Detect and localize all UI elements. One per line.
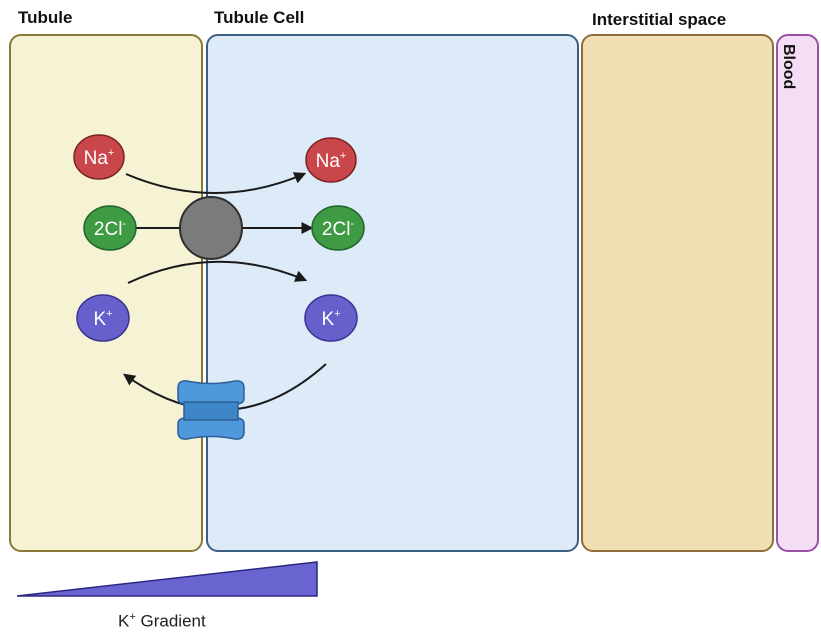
chloride-ion-tubule: 2Cl- bbox=[83, 205, 137, 251]
ion-charge: - bbox=[122, 218, 126, 230]
sodium-ion-cell: Na+ bbox=[305, 137, 357, 183]
potassium-channel bbox=[177, 380, 245, 440]
ion-symbol: 2Cl bbox=[94, 219, 123, 240]
gradient-label-charge: + bbox=[129, 611, 136, 623]
blood-title: Blood bbox=[780, 44, 797, 89]
ion-symbol: 2Cl bbox=[322, 219, 351, 240]
ion-charge: - bbox=[350, 218, 354, 230]
svg-text:K+: K+ bbox=[321, 308, 340, 330]
k-transport-arrow bbox=[127, 260, 308, 284]
tubule-cell-region bbox=[206, 34, 579, 552]
svg-text:2Cl-: 2Cl- bbox=[322, 218, 355, 240]
potassium-ion-tubule: K+ bbox=[76, 294, 130, 342]
interstitial-space-title: Interstitial space bbox=[592, 10, 727, 29]
na-transport-arrow bbox=[125, 172, 307, 194]
ion-symbol: K bbox=[321, 309, 334, 330]
channel-pore bbox=[183, 401, 239, 421]
ion-charge: + bbox=[340, 150, 346, 162]
chloride-ion-cell: 2Cl- bbox=[311, 205, 365, 251]
gradient-label-text: Gradient bbox=[135, 611, 206, 631]
tubule-region bbox=[9, 34, 203, 552]
cotransporter bbox=[179, 196, 243, 260]
tubule-title: Tubule bbox=[18, 8, 73, 27]
channel-top-lobe bbox=[177, 380, 245, 405]
channel-bottom-lobe bbox=[177, 417, 245, 440]
svg-text:Na+: Na+ bbox=[316, 150, 347, 172]
ion-charge: + bbox=[108, 147, 114, 159]
blood-region bbox=[776, 34, 819, 552]
ion-symbol: K bbox=[93, 309, 106, 330]
potassium-gradient-wedge bbox=[16, 561, 318, 597]
svg-text:Na+: Na+ bbox=[84, 147, 115, 169]
ion-charge: + bbox=[334, 308, 340, 320]
ion-symbol: Na bbox=[84, 148, 109, 169]
sodium-ion-tubule: Na+ bbox=[73, 134, 125, 180]
svg-text:K+: K+ bbox=[93, 308, 112, 330]
potassium-ion-cell: K+ bbox=[304, 294, 358, 342]
interstitial-space-region bbox=[581, 34, 774, 552]
gradient-label-ion: K bbox=[118, 611, 130, 631]
potassium-gradient-label: K+ Gradient bbox=[118, 611, 206, 632]
ion-charge: + bbox=[106, 308, 112, 320]
svg-text:2Cl-: 2Cl- bbox=[94, 218, 127, 240]
tubule-cell-title: Tubule Cell bbox=[214, 8, 305, 27]
ion-symbol: Na bbox=[316, 151, 341, 172]
